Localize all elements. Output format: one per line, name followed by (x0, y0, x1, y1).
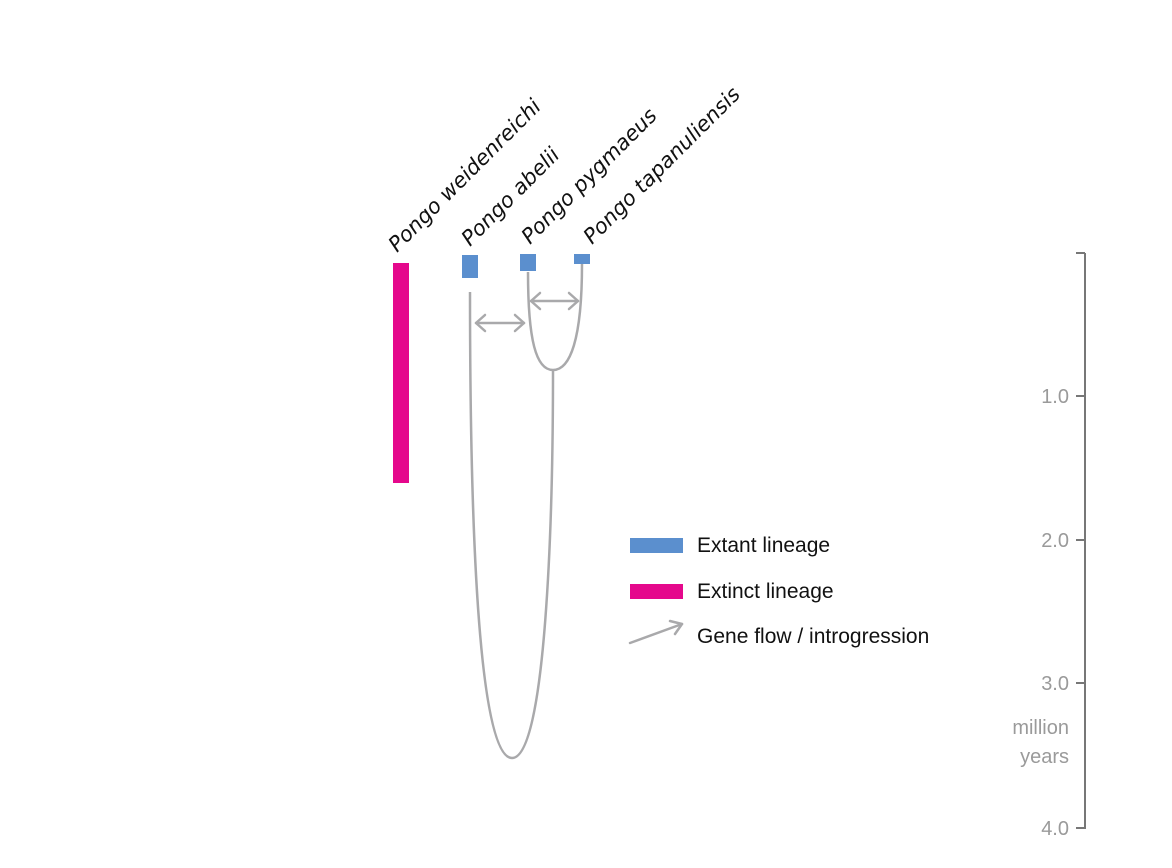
axis-tick-label-2: 2.0 (1041, 530, 1069, 552)
legend-extinct-swatch (630, 584, 683, 599)
extant-lineage-bar-tapanuliensis (574, 254, 590, 264)
legend-gene-flow-label: Gene flow / introgression (697, 625, 929, 648)
double-arrow-icon (529, 291, 580, 311)
tree-branch-abelii-split (468, 291, 555, 760)
time-axis: 1.0 2.0 3.0 4.0 million years (1012, 252, 1086, 840)
legend-extant-label: Extant lineage (697, 534, 830, 557)
extant-lineage-bar-abelii (462, 255, 478, 278)
tree-branch-pygmaeus-tapanuliensis-split (526, 263, 584, 372)
axis-tick-label-1: 1.0 (1041, 386, 1069, 408)
axis-unit-label-years: years (1020, 746, 1069, 768)
extinct-lineage-bar-weidenreichi (393, 263, 409, 483)
legend-extinct-label: Extinct lineage (697, 580, 834, 603)
axis-tick-label-3: 3.0 (1041, 673, 1069, 695)
gene-flow-arrow-icon (628, 619, 684, 645)
axis-tick-label-4: 4.0 (1041, 818, 1069, 840)
double-arrow-icon (474, 313, 526, 333)
axis-unit-label-million: million (1012, 717, 1069, 739)
legend-extant-swatch (630, 538, 683, 553)
extant-lineage-bar-pygmaeus (520, 254, 536, 271)
